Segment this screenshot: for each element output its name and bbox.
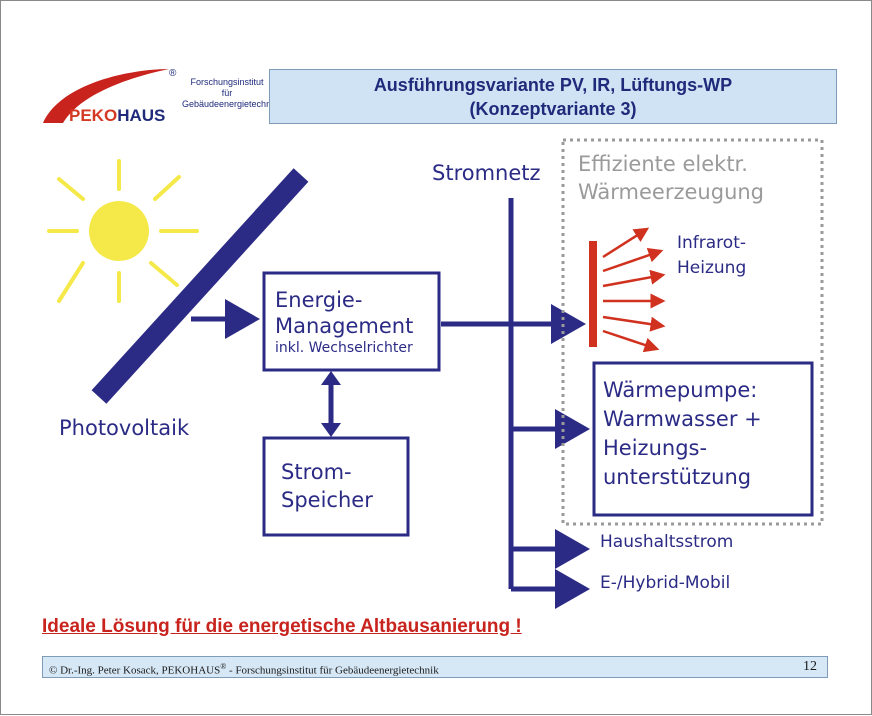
logo-institute-line-1: Forschungsinstitut bbox=[190, 77, 264, 87]
photovoltaik-label: Photovoltaik bbox=[59, 416, 190, 440]
sun-icon bbox=[47, 159, 199, 303]
footer-copyright-post: - Forschungsinstitut für Gebäudeenergiet… bbox=[226, 664, 439, 677]
logo-registered-mark: ® bbox=[169, 68, 177, 79]
storage-label: Strom- Speicher bbox=[281, 458, 373, 514]
infrared-label: Infrarot- Heizung bbox=[677, 231, 746, 281]
infrared-heater-icon bbox=[589, 241, 597, 347]
household-label: Haushaltsstrom bbox=[600, 532, 734, 552]
energy-management-label: Energie- Management inkl. Wechselrichter bbox=[275, 287, 413, 357]
logo-swoosh-icon: PEKOHAUS ® bbox=[43, 68, 177, 125]
pekohaus-logo: PEKOHAUS ® bbox=[41, 63, 271, 125]
storage-line-2: Speicher bbox=[281, 488, 373, 512]
heatpump-line-3: Heizungs- bbox=[603, 436, 708, 460]
logo-institute-text: Forschungsinstitut für Gebäudeenergietec… bbox=[182, 77, 278, 110]
title-line-2: (Konzeptvariante 3) bbox=[469, 99, 637, 119]
infrared-line-1: Infrarot- bbox=[677, 233, 746, 253]
footer-copyright-pre: © Dr.-Ing. Peter Kosack, PEKOHAUS bbox=[49, 664, 221, 677]
energy-management-line-1: Energie- bbox=[275, 288, 363, 312]
energy-management-line-2: Management bbox=[275, 314, 414, 338]
efficient-heating-line-2: Wärmeerzeugung bbox=[578, 180, 765, 204]
heatpump-line-2: Warmwasser + bbox=[603, 407, 762, 431]
svg-text:PEKOHAUS: PEKOHAUS bbox=[69, 106, 165, 125]
logo-institute-line-2: für bbox=[221, 88, 233, 98]
storage-box bbox=[262, 436, 410, 537]
mobility-label: E-/Hybrid-Mobil bbox=[600, 573, 731, 593]
subtitle: Ideale Lösung für die energetische Altba… bbox=[42, 616, 522, 637]
page-number: 12 bbox=[803, 659, 817, 674]
logo-brand-pre: PEKO bbox=[69, 106, 117, 125]
logo-brand-post: HAUS bbox=[117, 106, 165, 125]
efficient-heating-region bbox=[561, 138, 824, 526]
logo-institute-line-3: Gebäudeenergietechnik bbox=[182, 99, 278, 109]
stromnetz-label: Stromnetz bbox=[432, 161, 541, 185]
energy-management-box bbox=[262, 271, 441, 372]
efficient-heating-line-1: Effiziente elektr. bbox=[578, 152, 748, 176]
energy-management-line-3: inkl. Wechselrichter bbox=[275, 340, 413, 356]
infrared-rays-icon bbox=[602, 227, 666, 353]
heatpump-box bbox=[592, 361, 814, 517]
title-line-1: Ausführungsvariante PV, IR, Lüftungs-WP bbox=[373, 75, 733, 95]
management-storage-double-arrow bbox=[321, 371, 341, 437]
heatpump-line-4: unterstützung bbox=[603, 465, 752, 489]
efficient-heating-label: Effiziente elektr. Wärmeerzeugung bbox=[578, 150, 764, 206]
pv-panel bbox=[91, 168, 309, 404]
heatpump-label: Wärmepumpe: Warmwasser + Heizungs- unter… bbox=[603, 376, 762, 492]
infrared-line-2: Heizung bbox=[677, 258, 747, 278]
footer-registered-mark: ® bbox=[220, 662, 227, 671]
heatpump-line-1: Wärmepumpe: bbox=[603, 378, 758, 402]
storage-line-1: Strom- bbox=[281, 460, 352, 484]
footer: © Dr.-Ing. Peter Kosack, PEKOHAUS® - For… bbox=[42, 656, 828, 678]
title-box: Ausführungsvariante PV, IR, Lüftungs-WP … bbox=[269, 69, 837, 124]
